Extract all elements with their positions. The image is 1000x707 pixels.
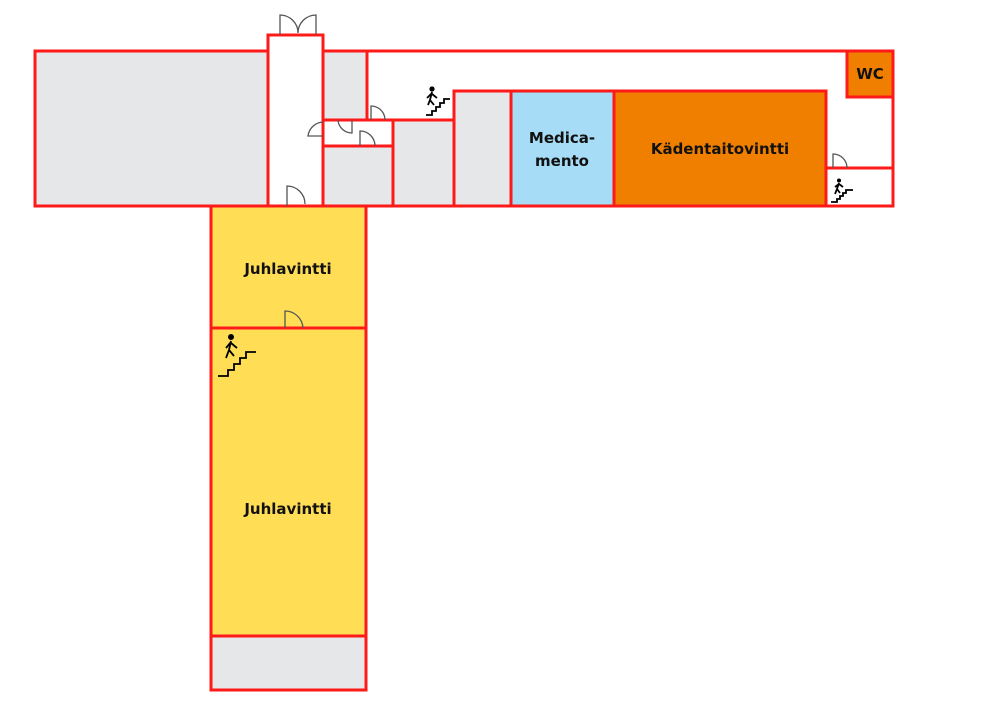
stairs-icon[interactable] — [831, 178, 853, 203]
stairs-icon[interactable] — [426, 86, 450, 116]
juhlavintti-lower-label: Juhlavintti — [243, 500, 331, 518]
room-wc[interactable] — [845, 49, 895, 99]
door-icon[interactable] — [307, 121, 324, 137]
room-small-north[interactable] — [321, 49, 369, 122]
door-icon[interactable] — [286, 185, 306, 206]
door-icon[interactable] — [359, 130, 376, 147]
door-icon[interactable] — [832, 153, 848, 169]
room-stair-hall[interactable] — [391, 118, 456, 208]
juhlavintti-upper-label: Juhlavintti — [243, 260, 331, 278]
room-west[interactable] — [33, 49, 270, 208]
double-door-icon[interactable] — [279, 14, 317, 35]
kadentaitovintti-label: Kädentaitovintti — [651, 140, 789, 158]
entrance-corridor[interactable] — [266, 33, 325, 208]
room-medicamento[interactable] — [509, 89, 616, 208]
room-small-south[interactable] — [321, 144, 395, 208]
room-storage[interactable] — [452, 89, 513, 208]
wc-label: WC — [856, 65, 884, 83]
medicamento-label-1: Medica- — [529, 129, 595, 147]
door-icon[interactable] — [337, 119, 353, 134]
room-south[interactable] — [209, 634, 368, 692]
room-passage[interactable] — [321, 118, 395, 148]
medicamento-label-2: mento — [535, 152, 589, 170]
door-icon[interactable] — [370, 105, 386, 121]
room-juhlavintti-lower[interactable] — [209, 326, 368, 638]
room-kadentaitovintti[interactable] — [612, 89, 828, 208]
stairs-icon[interactable] — [218, 334, 256, 377]
door-icon[interactable] — [284, 310, 304, 329]
